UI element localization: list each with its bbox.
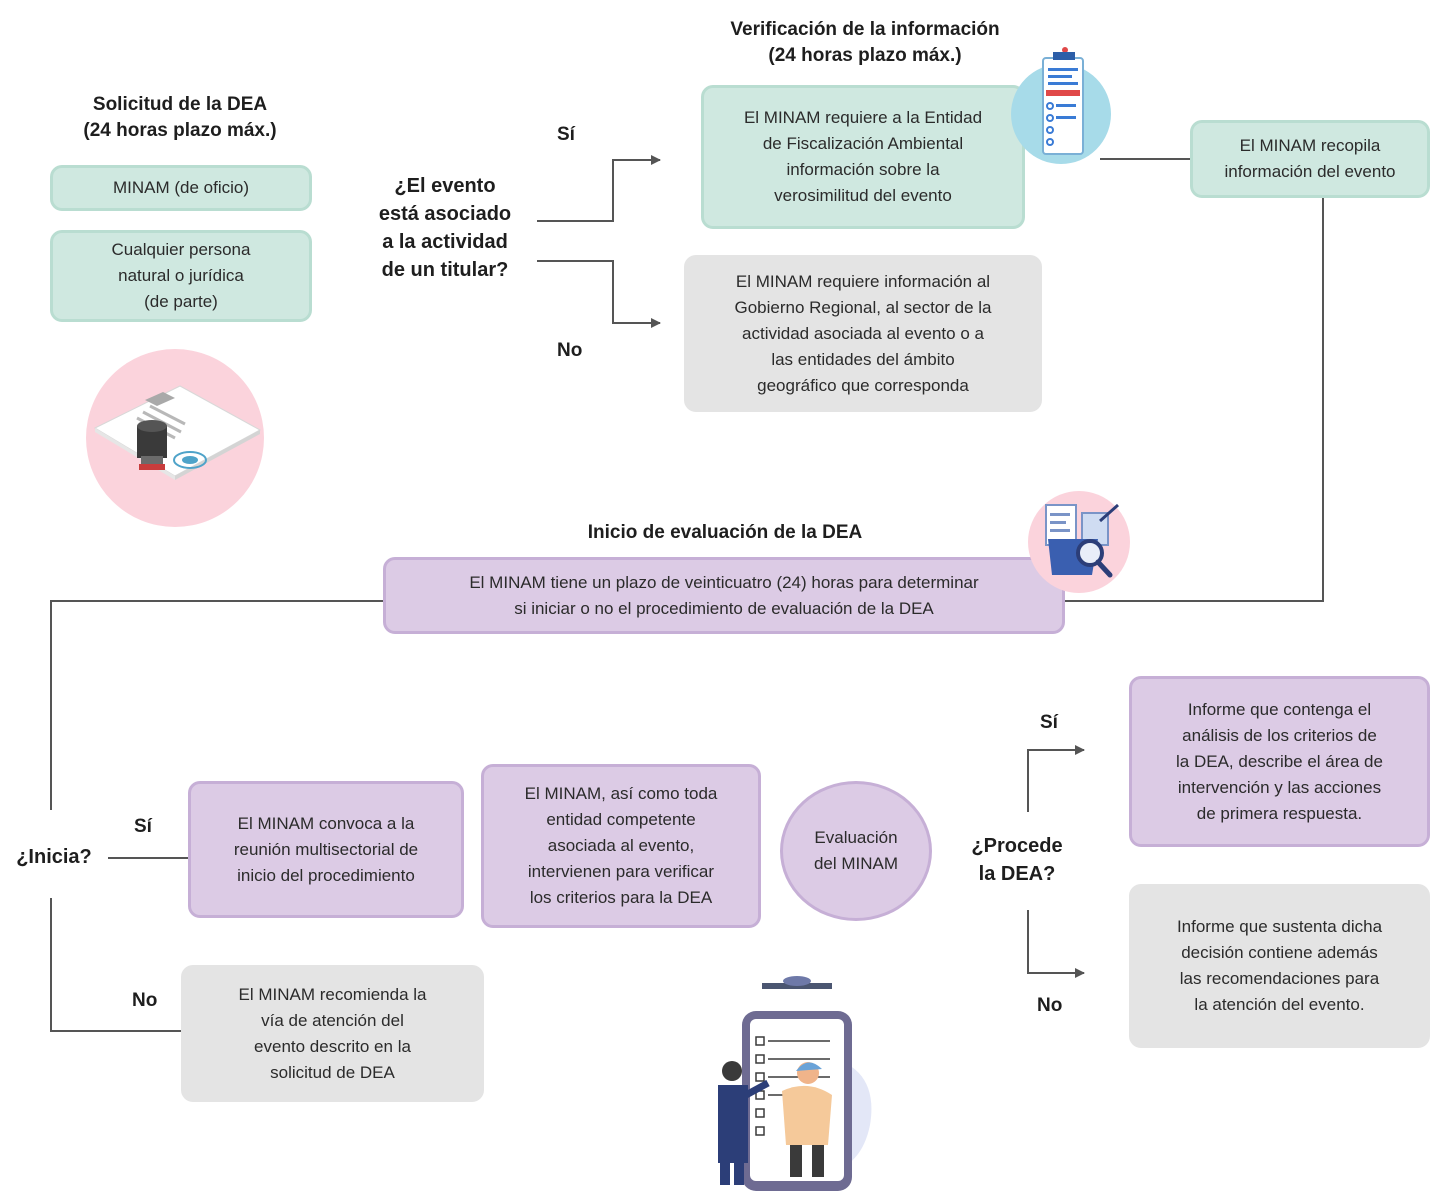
arrow-q1-no (537, 260, 661, 328)
arrow-q3-yes (1027, 745, 1085, 812)
entidades-box: El MINAM, así como toda entidad competen… (481, 764, 761, 928)
arrow-q3-no (1027, 910, 1085, 978)
q1-yes-label: Sí (557, 124, 575, 145)
q3-yes-label: Sí (1040, 712, 1058, 733)
q2-yes-label: Sí (134, 816, 152, 837)
q3-question: ¿Procede la DEA? (971, 835, 1063, 885)
checklist-icon (1011, 47, 1111, 164)
inicio-box: El MINAM tiene un plazo de veinticuatro … (383, 557, 1065, 634)
recopila-box: El MINAM recopila información del evento (1190, 120, 1430, 198)
verificacion-title: Verificación de la información (24 horas… (730, 19, 1000, 66)
line-recopila-inicio (1065, 198, 1324, 602)
evaluacion-circle: Evaluación del MINAM (780, 781, 932, 921)
q2-question: ¿Inicia? (16, 846, 92, 868)
solicitud-title: Solicitud de la DEA (24 horas plazo máx.… (83, 94, 277, 141)
verificacion-yes-box: El MINAM requiere a la Entidad de Fiscal… (701, 85, 1025, 229)
q2-no-label: No (132, 990, 158, 1011)
arrow-q1-yes (537, 155, 661, 222)
people-board-illustration (718, 976, 872, 1191)
stamp-document-icon (86, 349, 264, 527)
q1-no-label: No (557, 340, 583, 361)
solicitud-minam-box: MINAM (de oficio) (50, 165, 312, 211)
reunion-box: El MINAM convoca a la reunión multisecto… (188, 781, 464, 918)
q3-no-label: No (1037, 995, 1063, 1016)
solicitud-persona-box: Cualquier persona natural o jurídica (de… (50, 230, 312, 322)
informe-si-box: Informe que contenga el análisis de los … (1129, 676, 1430, 847)
document-search-icon (1028, 491, 1130, 593)
line-inicia-no (50, 898, 181, 1032)
verificacion-no-box: El MINAM requiere información al Gobiern… (684, 255, 1042, 412)
q1-question: ¿El evento está asociado a la actividad … (378, 175, 512, 281)
line-inicio-inicia (50, 600, 383, 810)
inicio-title: Inicio de evaluación de la DEA (587, 522, 863, 543)
informe-no-box: Informe que sustenta dicha decisión cont… (1129, 884, 1430, 1048)
recomienda-box: El MINAM recomienda la vía de atención d… (181, 965, 484, 1102)
